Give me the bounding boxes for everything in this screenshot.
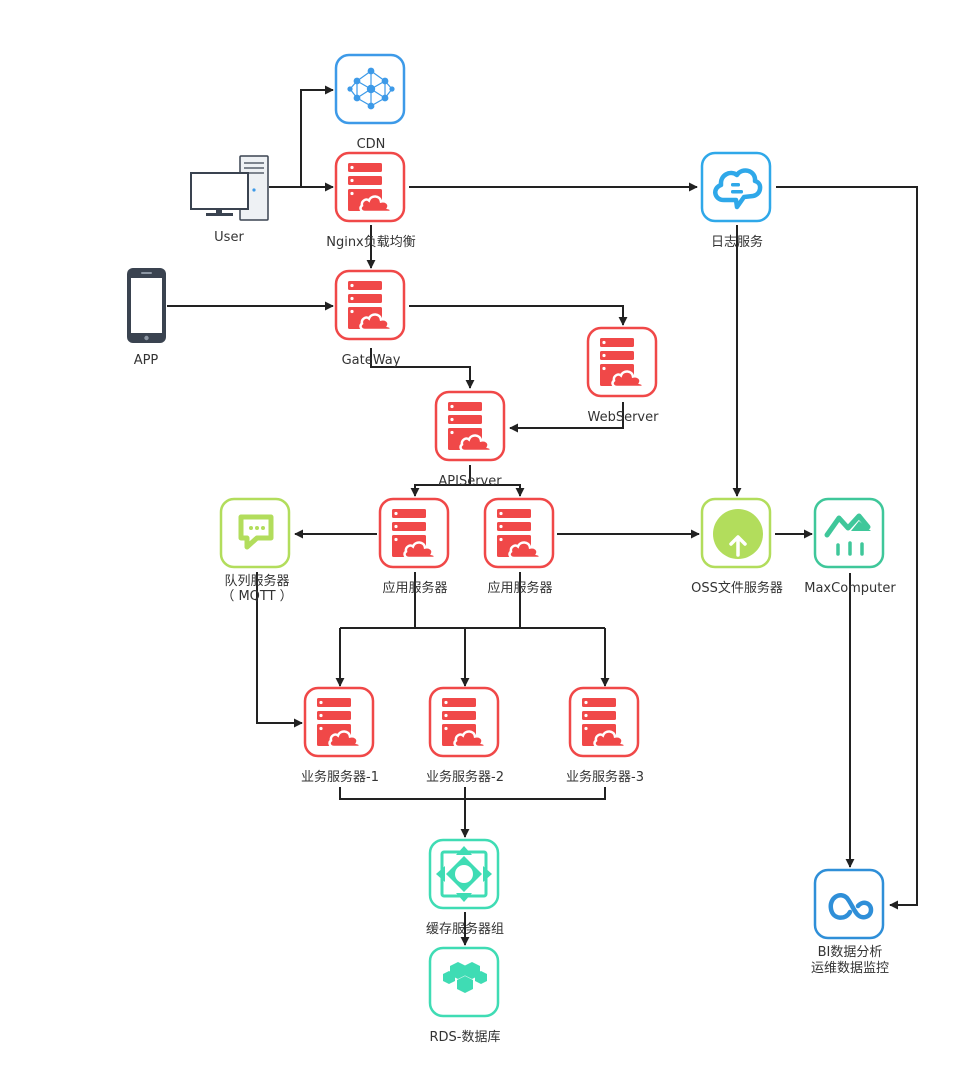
node-biz-server-2: 业务服务器-2 [426,686,504,785]
connectors [167,85,918,946]
edge-webserver-apiserver [509,402,624,433]
node-app-server-2: 应用服务器 [483,497,555,596]
server-cloud-icon [434,390,506,462]
node-label: 日志服务 [711,234,763,250]
desktop-computer-icon [190,155,269,221]
node-label: BI数据分析 [818,945,883,960]
cache-arrows-icon [428,838,500,910]
node-label: CDN [357,137,386,152]
edge-queue-biz1 [256,572,303,728]
node-maxcomputer: MaxComputer [804,497,896,596]
edge-gateway-apiserver [370,348,475,389]
smartphone-icon [127,268,166,343]
server-cloud-icon [568,686,640,758]
edge-gateway-webserver [409,305,628,326]
edge-apiserver-app2 [470,484,525,497]
node-label: OSS文件服务器 [691,580,783,596]
node-label: RDS-数据库 [430,1029,501,1045]
node-app: APP [127,268,166,368]
node-sublabel: （ MQTT ） [221,589,292,604]
node-user: User [190,155,269,245]
server-cloud-icon [334,151,406,223]
node-webserver: WebServer [586,326,660,425]
node-cache: 缓存服务器组 [426,838,504,937]
hexagon-database-icon [428,946,500,1018]
infinity-loop-icon [813,868,885,940]
server-cloud-icon [428,686,500,758]
node-bi: BI数据分析 运维数据监控 [811,868,889,976]
node-label: GateWay [342,353,401,368]
node-label: 应用服务器 [382,580,447,596]
node-label: Nginx负载均衡 [326,235,416,250]
edge-apiserver-app1 [410,465,471,497]
server-cloud-icon [334,269,406,341]
node-cdn: CDN [334,53,406,152]
node-nginx: Nginx负载均衡 [326,151,416,250]
node-biz-server-3: 业务服务器-3 [566,686,644,785]
node-label: 业务服务器-2 [426,769,504,785]
edge-user-cdn [269,85,334,188]
edge-biz-bus [339,787,606,800]
node-oss: OSS文件服务器 [691,497,783,596]
node-label: 缓存服务器组 [426,921,504,937]
node-log-service: 日志服务 [700,151,772,250]
node-label: APIServer [438,474,502,489]
node-rds: RDS-数据库 [428,946,501,1045]
node-app-server-1: 应用服务器 [378,497,450,596]
analytics-chart-icon [813,497,885,569]
edge-log-bi [776,186,918,910]
node-gateway: GateWay [334,269,406,368]
node-label: APP [134,353,159,368]
node-queue: 队列服务器 （ MQTT ） [219,497,293,604]
node-label: MaxComputer [804,581,896,596]
node-sublabel: 运维数据监控 [811,961,889,976]
message-queue-icon [219,497,291,569]
cloud-upload-icon [700,497,772,569]
server-cloud-icon [483,497,555,569]
node-label: 业务服务器-1 [301,769,379,785]
node-biz-server-1: 业务服务器-1 [301,686,379,785]
server-cloud-icon [586,326,658,398]
node-label: WebServer [588,410,660,425]
node-label: 队列服务器 [224,573,289,589]
node-apiserver: APIServer [434,390,506,489]
network-graph-icon [334,53,406,125]
node-label: 应用服务器 [487,580,552,596]
node-label: User [214,230,244,245]
server-cloud-icon [378,497,450,569]
node-label: 业务服务器-3 [566,769,644,785]
cloud-chat-icon [700,151,772,223]
server-cloud-icon [303,686,375,758]
